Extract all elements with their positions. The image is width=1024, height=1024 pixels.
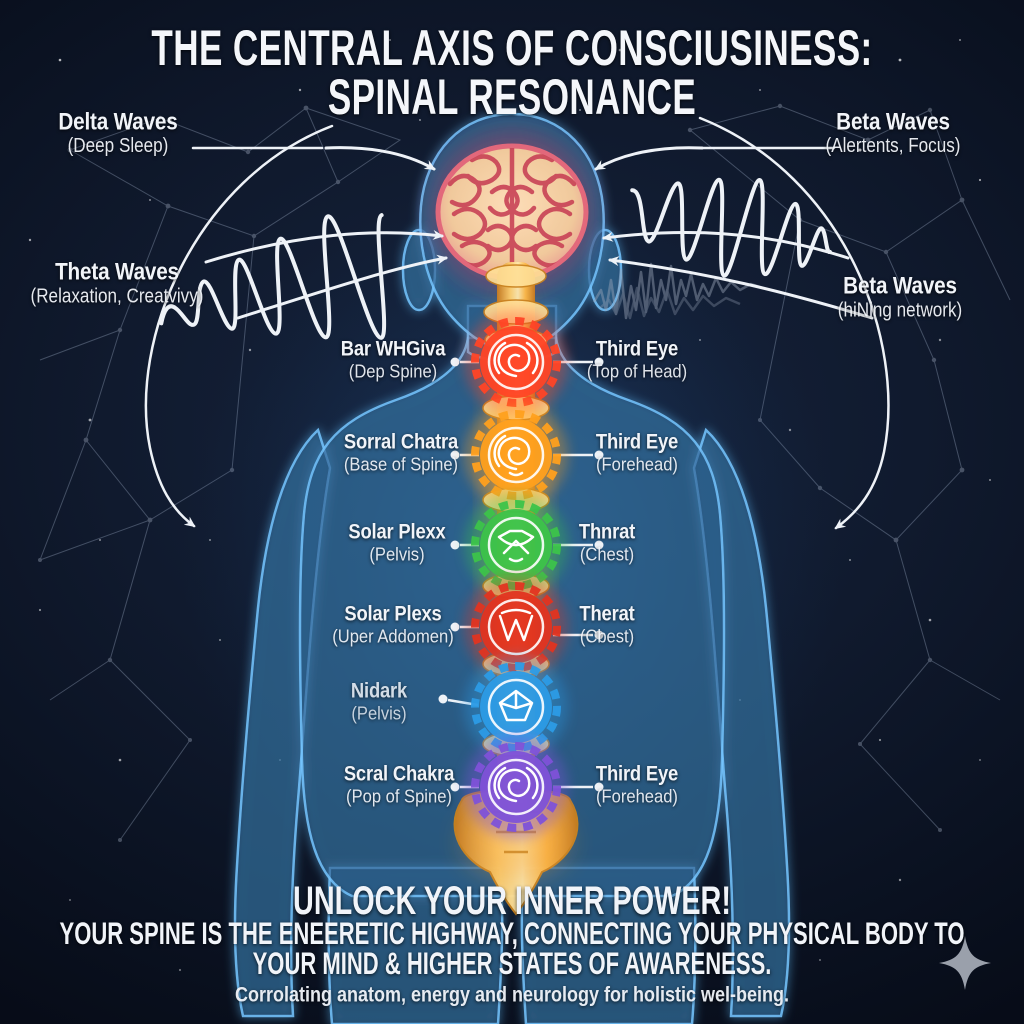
label-connector-dot [450, 622, 460, 632]
wave-name: Beta Waves [843, 271, 957, 299]
label-connector-dot [450, 540, 460, 550]
chakra-5-icon [464, 655, 568, 759]
rose-glyph [493, 766, 539, 803]
chakra-label-name: Nidark [350, 679, 408, 703]
title-line-2: SPINAL RESONANCE [327, 67, 697, 125]
chakra-6-right-label: Third Eye (Forehead) [532, 762, 742, 807]
wave-desc: (Deep Sleep) [67, 135, 169, 158]
w-mark-glyph [498, 608, 534, 642]
chakra-label-desc: (Pelvis) [369, 543, 425, 565]
arc-arrow-left-down [144, 124, 334, 528]
arrow-to-head-right-top [594, 146, 704, 171]
eeg-wave-icon [592, 262, 764, 320]
constellation-network-left [38, 105, 402, 842]
chakra-label-name: Bar WHGiva [340, 337, 446, 361]
chakra-label-name: Solar Plexx [348, 520, 446, 544]
chakra-6-left-label: Scral Chakra (Pop of Spine) [294, 762, 504, 807]
arrow-to-head-left-low [236, 254, 448, 320]
chakra-6-icon [464, 735, 568, 839]
label-connector-dot [450, 782, 460, 792]
chakra-4-right-label: Therat (Cbest) [502, 602, 712, 647]
chakra-label-name: Third Eye [595, 762, 679, 786]
rose-glyph [493, 434, 531, 477]
label-connector-dot [450, 450, 460, 460]
brain-icon [417, 117, 607, 307]
chakra-label-name: Third Eye [595, 337, 679, 361]
wave-desc: (Relaxation, Creatvivy) [30, 285, 204, 308]
chakra-label-name: Sorral Chatra [343, 430, 459, 454]
chakra-1-left-label: Bar WHGiva (Dep Spine) [288, 337, 498, 382]
label-connector-dot [438, 694, 448, 704]
chakra-label-name: Therat [579, 602, 635, 626]
sine-wave-left-icon [159, 213, 387, 340]
chakra-label-name: Scral Chakra [343, 762, 455, 786]
chakra-label-desc: (Chest) [579, 543, 635, 565]
chakra-row-2 [450, 403, 604, 507]
chakra-4-left-label: Solar Plexs (Uper Addomen) [288, 602, 498, 647]
sine-wave-right-icon [630, 177, 833, 278]
chakra-label-desc: (Base of Spine) [343, 453, 459, 475]
label-connector-dot [450, 357, 460, 367]
delta-waves-label: Delta Waves (Deep Sleep) [18, 107, 218, 158]
arrow-to-head-right-low [608, 256, 874, 320]
chakra-1-right-label: Third Eye (Top of Head) [532, 337, 742, 382]
chakra-2-icon [464, 403, 568, 507]
chakra-label-name: Solar Plexs [344, 602, 442, 626]
label-connector-dot [594, 357, 604, 367]
chakra-label-desc: (Cbest) [579, 625, 635, 647]
footer-line-1: YOUR SPINE IS THE ENEERETIC HIGHWAY, CON… [59, 916, 965, 952]
wave-name: Theta Waves [55, 257, 179, 285]
arrow-to-head-left-top [324, 146, 436, 171]
theta-waves-label: Theta Waves (Relaxation, Creatvivy) [2, 257, 232, 308]
beta-waves-side-label: Beta Waves (hiNing network) [790, 271, 1010, 322]
chakra-label-desc: (Uper Addomen) [332, 625, 454, 647]
wave-desc: (Alertents, Focus) [825, 135, 961, 158]
footer-tagline: Corrolating anatom, energy and neurology… [234, 983, 790, 1007]
arrow-to-head-right-mid [602, 231, 850, 260]
chakra-label-desc: (Forehead) [596, 453, 678, 475]
chakra-label-desc: (Dep Spine) [348, 360, 438, 382]
wave-name: Delta Waves [58, 107, 178, 135]
chakra-label-desc: (Pelvis) [351, 702, 407, 724]
arc-arrow-right-down [698, 116, 890, 530]
chakra-label-name: Third Eye [595, 430, 679, 454]
wave-name: Beta Waves [836, 107, 950, 135]
lattice-glyph [497, 529, 535, 563]
chakra-2-left-label: Sorral Chatra (Base of Spine) [296, 430, 506, 475]
diamond-glyph [498, 689, 534, 722]
wave-desc: (hiNing network) [837, 299, 963, 322]
chakra-label-desc: (Pop of Spine) [346, 785, 452, 807]
footer-headline: UNLOCK YOUR INNER POWER! [293, 877, 731, 923]
chakra-label-desc: (Top of Head) [586, 360, 688, 382]
curved-arrows [144, 116, 890, 530]
poster-title: THE CENTRAL AXIS OF CONSCIUSINESS: SPINA… [0, 18, 1024, 125]
chakra-row-5 [438, 655, 568, 759]
chakra-5-left-label: Nidark (Pelvis) [274, 679, 484, 724]
chakra-3-right-label: Thnrat (Chest) [502, 520, 712, 565]
chakra-3-left-label: Solar Plexx (Pelvis) [292, 520, 502, 565]
label-connector-dot [594, 450, 604, 460]
chakra-label-name: Thnrat [578, 520, 636, 544]
chakra-row-6 [450, 735, 604, 839]
label-connector-dot [594, 782, 604, 792]
title-line-1: THE CENTRAL AXIS OF CONSCIUSINESS: [151, 18, 873, 76]
left-leg [327, 866, 504, 1024]
label-connector-dot [594, 540, 604, 550]
chakra-label-desc: (Forehead) [596, 785, 678, 807]
rose-glyph [493, 341, 539, 378]
beta-waves-top-label: Beta Waves (Alertents, Focus) [788, 107, 998, 158]
chakra-2-right-label: Third Eye (Forehead) [532, 430, 742, 475]
arrow-to-head-left-mid [204, 229, 444, 264]
label-connector-dot [594, 630, 604, 640]
footer-line-2: YOUR MIND & HIGHER STATES OF AWARENESS. [252, 946, 772, 982]
four-point-sparkle-icon [939, 936, 991, 990]
